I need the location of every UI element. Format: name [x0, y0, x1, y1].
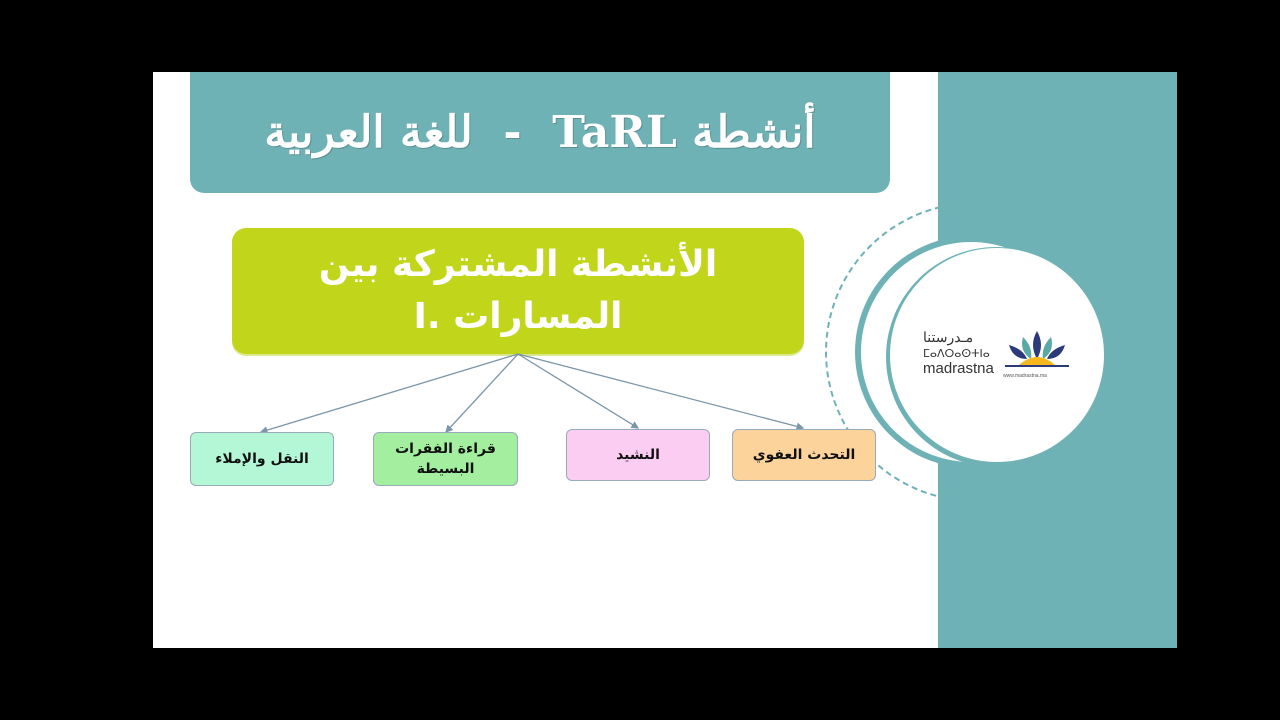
- main-topic-label: الأنشطة المشتركة بين المسارات .I: [318, 244, 718, 337]
- logo-latin: madrastna: [923, 360, 994, 377]
- activity-song: النشيد: [566, 429, 710, 481]
- logo-url: www.madrastna.ma: [1003, 373, 1047, 379]
- connector-to-copying: [259, 353, 519, 434]
- connector-to-spontaneous: [517, 353, 805, 431]
- logo-disc: [890, 248, 1104, 462]
- connector-to-song: [517, 353, 640, 429]
- main-topic-box: الأنشطة المشتركة بين المسارات .I: [232, 228, 804, 354]
- activity-simple-paragraph-reading: قراءة الفقرات البسيطة: [373, 432, 518, 486]
- logo-tifinagh: ⵎⴰⴷⵔⴰⵙⵜⵏⴰ: [923, 347, 990, 360]
- title-banner: أنشطة TaRL - للغة العربية: [190, 72, 890, 193]
- activity-spontaneous-speech: التحدث العفوي: [732, 429, 876, 481]
- connector-lines: [259, 353, 805, 434]
- connector-to-reading: [445, 353, 519, 433]
- slide: أنشطة TaRL - للغة العربية الأنشطة المشتر…: [153, 72, 1177, 648]
- activity-copying-dictation: النقل والإملاء: [190, 432, 334, 486]
- lotus-logo-icon: [1005, 331, 1069, 367]
- logo-arabic: مـدرستنا: [923, 329, 974, 345]
- slide-title: أنشطة TaRL - للغة العربية: [264, 107, 816, 158]
- madrastna-logo: مـدرستنا ⵎⴰⴷⵔⴰⵙⵜⵏⴰ madrastna www.madrast…: [923, 327, 1073, 387]
